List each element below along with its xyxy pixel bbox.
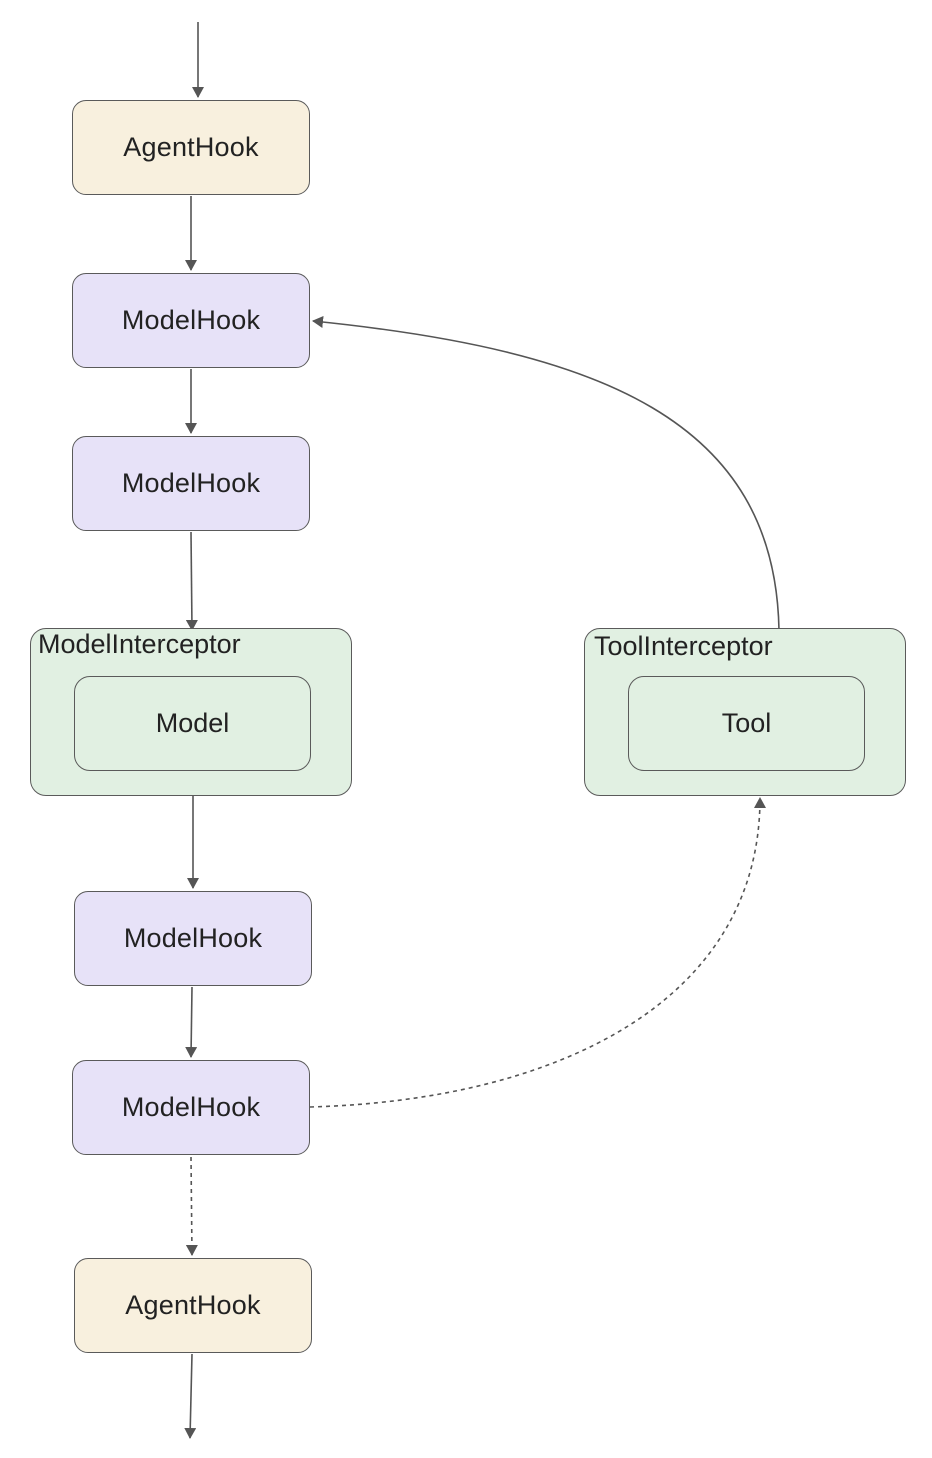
model-hook-3: ModelHook xyxy=(74,891,312,986)
model-hook-4-label: ModelHook xyxy=(121,1092,261,1122)
model-hook-3-label: ModelHook xyxy=(123,923,263,953)
tool-node: Tool xyxy=(628,676,865,771)
model-hook-1-label: ModelHook xyxy=(121,305,261,335)
edge-model-hook-4-to-agent-hook-bottom xyxy=(185,1156,198,1256)
tool-node-label: Tool xyxy=(721,708,772,738)
edge-model-hook-4-to-tool-interceptor xyxy=(309,797,766,1108)
model-interceptor-group: ModelInterceptor Model xyxy=(30,628,352,796)
agent-hook-top-label: AgentHook xyxy=(123,132,259,162)
model-hook-4: ModelHook xyxy=(72,1060,310,1155)
tool-interceptor-title: ToolInterceptor xyxy=(594,631,773,661)
agent-hook-bottom: AgentHook xyxy=(74,1258,312,1353)
model-interceptor-title: ModelInterceptor xyxy=(38,629,241,659)
agent-hook-top: AgentHook xyxy=(72,100,310,195)
tool-interceptor-group: ToolInterceptor Tool xyxy=(584,628,906,796)
model-hook-2-label: ModelHook xyxy=(121,468,261,498)
edge-tool-interceptor-to-model-hook-1 xyxy=(312,316,780,631)
model-hook-1: ModelHook xyxy=(72,273,310,368)
model-node-label: Model xyxy=(155,708,230,738)
edge-model-hook-3-to-model-hook-4 xyxy=(185,986,198,1058)
model-node: Model xyxy=(74,676,311,771)
edge-model-hook-2-to-model-interceptor xyxy=(185,531,198,631)
agent-hook-bottom-label: AgentHook xyxy=(125,1290,261,1320)
model-hook-2: ModelHook xyxy=(72,436,310,531)
edge-agent-hook-bottom-to-exit xyxy=(184,1353,197,1439)
